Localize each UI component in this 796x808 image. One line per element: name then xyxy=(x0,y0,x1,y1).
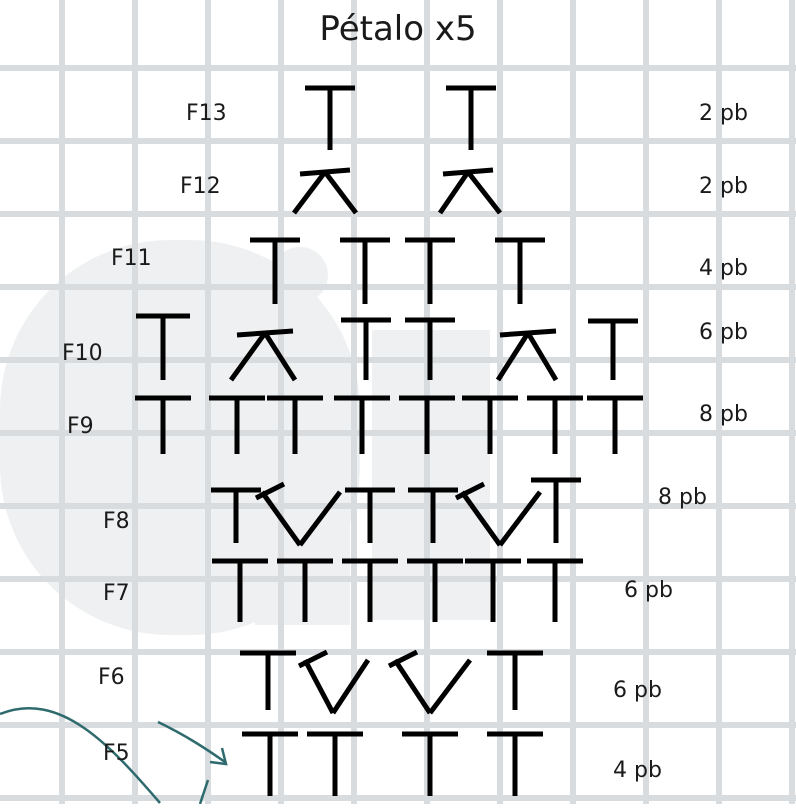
count-label-f8: 8 pb xyxy=(658,485,707,510)
count-label-f5: 4 pb xyxy=(613,758,662,783)
count-label-f10: 6 pb xyxy=(699,320,748,345)
count-label-f9: 8 pb xyxy=(699,402,748,427)
row-label-f6: F6 xyxy=(98,665,125,690)
arrow-head xyxy=(209,747,228,766)
row-label-f8: F8 xyxy=(103,509,130,534)
sc-stitch-symbol xyxy=(399,395,455,454)
count-label-f11: 4 pb xyxy=(699,256,748,281)
sc-stitch-symbol xyxy=(531,477,581,543)
row-label-f13: F13 xyxy=(186,101,227,126)
stitch-symbols xyxy=(135,85,643,796)
sc-stitch-symbol xyxy=(209,395,265,454)
row-label-f7: F7 xyxy=(103,581,130,606)
sc-stitch-symbol xyxy=(340,237,390,304)
sc-stitch-symbol xyxy=(341,317,391,380)
sc-stitch-symbol xyxy=(527,558,583,622)
dec-stitch-symbol xyxy=(495,328,559,382)
sc-stitch-symbol xyxy=(240,650,296,710)
dec-stitch-symbol xyxy=(292,167,358,215)
inc-stitch-symbol xyxy=(297,649,371,715)
sc-stitch-symbol xyxy=(402,731,458,796)
arrow-tail xyxy=(198,779,210,805)
sc-stitch-symbol xyxy=(405,317,455,380)
sc-stitch-symbol xyxy=(408,487,458,543)
sc-stitch-symbol xyxy=(405,237,455,304)
sc-stitch-symbol xyxy=(307,731,363,796)
sc-stitch-symbol xyxy=(277,558,333,622)
sc-stitch-symbol xyxy=(212,558,268,622)
row-label-f10: F10 xyxy=(62,341,103,366)
sc-stitch-symbol xyxy=(446,85,496,150)
sc-stitch-symbol xyxy=(267,395,323,454)
sc-stitch-symbol xyxy=(334,395,390,454)
sc-stitch-symbol xyxy=(250,237,300,304)
sc-stitch-symbol xyxy=(588,318,638,380)
sc-stitch-symbol xyxy=(407,558,463,622)
sc-stitch-symbol xyxy=(242,731,298,796)
sc-stitch-symbol xyxy=(135,395,191,454)
row-label-f9: F9 xyxy=(67,414,94,439)
arrow-line xyxy=(157,720,226,764)
sc-stitch-symbol xyxy=(487,650,543,710)
sc-stitch-symbol xyxy=(211,487,261,543)
inc-stitch-symbol xyxy=(387,649,472,715)
inc-stitch-symbol xyxy=(454,481,542,547)
sc-stitch-symbol xyxy=(487,731,543,796)
sc-stitch-symbol xyxy=(495,237,545,304)
dec-stitch-symbol xyxy=(228,328,298,382)
count-label-f6: 6 pb xyxy=(613,678,662,703)
row-label-f5: F5 xyxy=(103,741,130,766)
count-label-f7: 6 pb xyxy=(624,578,673,603)
row-label-f12: F12 xyxy=(180,174,221,199)
row-label-f11: F11 xyxy=(111,246,152,271)
sc-stitch-symbol xyxy=(462,395,518,454)
chart-title: Pétalo x5 xyxy=(319,9,477,49)
arrow-curve xyxy=(0,707,161,804)
count-label-f13: 2 pb xyxy=(699,101,748,126)
inc-stitch-symbol xyxy=(254,481,342,547)
sc-stitch-symbol xyxy=(305,85,355,150)
sc-stitch-symbol xyxy=(465,558,521,622)
sc-stitch-symbol xyxy=(587,395,643,454)
sc-stitch-symbol xyxy=(342,558,398,622)
sc-stitch-symbol xyxy=(527,395,583,454)
count-label-f12: 2 pb xyxy=(699,174,748,199)
dec-stitch-symbol xyxy=(437,167,502,215)
sc-stitch-symbol xyxy=(136,313,190,380)
sc-stitch-symbol xyxy=(345,487,395,543)
